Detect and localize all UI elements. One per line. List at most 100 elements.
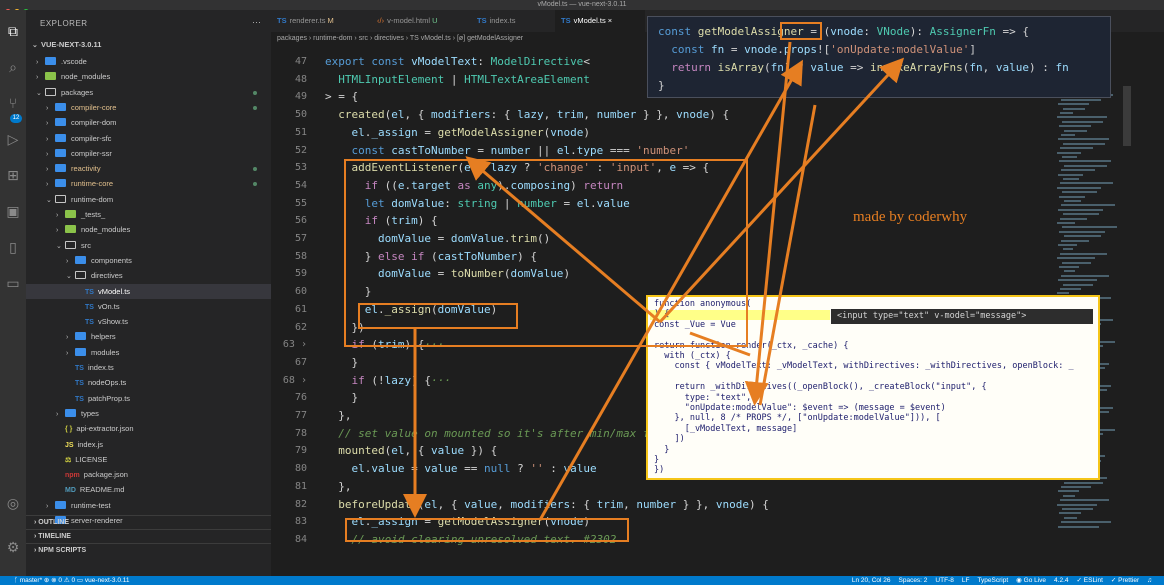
chevron-down-icon: ⌄: [46, 196, 52, 204]
tree-item[interactable]: ›node_modules: [26, 222, 271, 237]
folder-icon[interactable]: ▭: [6, 276, 20, 292]
minimap-line: [1058, 103, 1089, 106]
tree-item[interactable]: ⌄src: [26, 238, 271, 253]
code-line[interactable]: HTMLInputElement | HTMLTextAreaElement: [338, 72, 590, 86]
source-control-icon[interactable]: ⑂: [8, 96, 18, 112]
tree-item[interactable]: ⚖LICENSE: [26, 452, 271, 467]
scm-badge: 12: [10, 114, 22, 123]
chevron-down-icon: ⌄: [36, 89, 42, 97]
code-line[interactable]: created(el, { modifiers: { lazy, trim, n…: [338, 108, 730, 122]
status-item[interactable]: ◉ Go Live: [1016, 577, 1047, 584]
code-line[interactable]: }: [325, 355, 359, 369]
tree-item[interactable]: ⌄runtime-dom: [26, 192, 271, 207]
code-line[interactable]: // avoid clearing unresolved text. #2302: [351, 532, 617, 546]
tab-label: renderer.ts: [289, 16, 326, 25]
tree-item[interactable]: ›runtime-test: [26, 498, 271, 513]
search-icon[interactable]: ⌕: [9, 60, 17, 76]
npm-scripts-section[interactable]: › NPM SCRIPTS: [26, 543, 271, 556]
code-line[interactable]: }: [325, 285, 372, 299]
tree-item[interactable]: ›node_modules: [26, 69, 271, 84]
tree-item-label: directives: [91, 271, 123, 281]
tree-item[interactable]: ›helpers: [26, 329, 271, 344]
status-item[interactable]: 4.2.4: [1054, 577, 1069, 584]
line-number: 68 ›: [282, 374, 307, 386]
explorer-header: EXPLORER: [40, 19, 88, 28]
files-icon[interactable]: ⧉: [8, 24, 18, 40]
code-line[interactable]: if (trim) {···: [351, 338, 445, 352]
tree-item[interactable]: ›_tests_: [26, 207, 271, 222]
status-item[interactable]: ✓ Prettier: [1110, 577, 1140, 584]
run-debug-icon[interactable]: ▷: [7, 132, 19, 148]
code-line[interactable]: const castToNumber = number || el.type =…: [351, 143, 690, 157]
status-item[interactable]: ♫: [1147, 577, 1152, 584]
chevron-right-icon: ›: [56, 410, 59, 418]
status-item[interactable]: Ln 20, Col 26: [851, 577, 891, 584]
tree-item[interactable]: ›.vscode: [26, 54, 271, 69]
outline-section[interactable]: › OUTLINE: [26, 515, 271, 528]
status-item[interactable]: UTF-8: [935, 577, 954, 584]
tab-status: U: [432, 16, 438, 25]
code-line[interactable]: el.value = value == null ? '' : value: [351, 462, 597, 476]
minimap-line: [1058, 208, 1103, 211]
status-left[interactable]: ᚴ master* ⊕ ⊗ 0 ⚠ 0 ▭ vue-next-3.0.11: [14, 577, 130, 584]
status-item[interactable]: LF: [961, 577, 970, 584]
title-bar: vModel.ts — vue-next-3.0.11: [0, 0, 1164, 15]
extensions-icon[interactable]: ⊞: [7, 168, 19, 184]
tree-item[interactable]: ›server-renderer: [26, 513, 271, 528]
code-line[interactable]: if (trim) {: [364, 214, 438, 228]
code-line[interactable]: },: [325, 409, 352, 422]
line-number: 60: [294, 286, 307, 298]
tree-item[interactable]: ›modules: [26, 345, 271, 360]
workspace-root[interactable]: ⌄VUE-NEXT-3.0.11: [32, 40, 101, 49]
code-line[interactable]: },: [325, 479, 352, 493]
status-item[interactable]: TypeScript: [977, 577, 1009, 584]
status-item[interactable]: Spaces: 2: [898, 577, 928, 584]
code-line[interactable]: el._assign = getModelAssigner(vnode): [351, 125, 590, 139]
code-line[interactable]: beforeUpdate(el, { value, modifiers: { t…: [338, 497, 769, 511]
status-item[interactable]: ✓ ESLint: [1076, 577, 1103, 584]
tree-item[interactable]: ›runtime-core: [26, 176, 271, 191]
tree-item[interactable]: ›types: [26, 406, 271, 421]
code-line[interactable]: > = {: [325, 90, 359, 104]
chevron-right-icon: ›: [56, 212, 59, 219]
tab-v-model-html[interactable]: ‹/›v-model.html U: [371, 10, 471, 32]
minimap-line: [1058, 490, 1079, 493]
tree-item[interactable]: { }api-extractor.json: [26, 421, 271, 436]
close-tab-icon[interactable]: ×: [607, 16, 613, 25]
more-actions-icon[interactable]: ···: [252, 17, 261, 27]
tree-item[interactable]: ›compiler-core: [26, 100, 271, 115]
tree-item[interactable]: ›compiler-ssr: [26, 146, 271, 161]
tree-item[interactable]: ›compiler-sfc: [26, 131, 271, 146]
line-number: 79: [294, 445, 307, 457]
code-line[interactable]: if (!lazy) {···: [351, 373, 451, 387]
timeline-section[interactable]: › TIMELINE: [26, 529, 271, 542]
minimap-line: [1062, 508, 1093, 510]
tree-item[interactable]: ›compiler-dom: [26, 115, 271, 130]
tree-item[interactable]: ⌄packages: [26, 85, 271, 100]
tree-item[interactable]: ⌄directives: [26, 268, 271, 283]
line-number: 48: [294, 73, 307, 85]
editor-scrollbar[interactable]: [1123, 86, 1131, 146]
remote-explorer-icon[interactable]: ▣: [6, 204, 20, 220]
code-line[interactable]: }: [325, 391, 359, 405]
tree-item[interactable]: ›components: [26, 253, 271, 268]
account-icon[interactable]: ◎: [6, 496, 20, 512]
code-line[interactable]: mounted(el, { value }) {: [338, 444, 498, 458]
code-line[interactable]: export const vModelText: ModelDirective<: [325, 55, 590, 68]
tree-item[interactable]: ›reactivity: [26, 161, 271, 176]
bookmarks-icon[interactable]: ▯: [9, 240, 17, 256]
settings-icon[interactable]: ⚙: [6, 540, 20, 556]
breadcrumb[interactable]: packages › runtime-dom › src › directive…: [277, 35, 524, 42]
